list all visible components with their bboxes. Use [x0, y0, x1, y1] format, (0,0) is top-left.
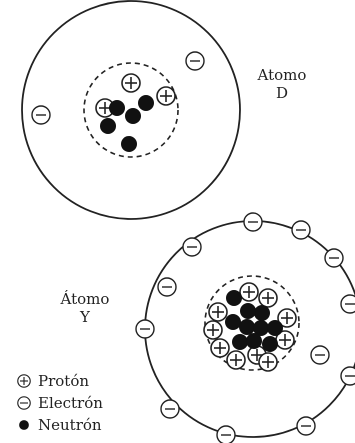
legend-label-neutron: Neutrón	[38, 416, 102, 434]
atom-y-neutron	[262, 336, 278, 352]
atom-y-proton	[240, 283, 258, 301]
atom-y-electron	[341, 295, 355, 313]
atom-d-electron	[186, 52, 204, 70]
atom-d-label: Atomo D	[252, 66, 312, 102]
atom-y-neutron	[246, 333, 262, 349]
atom-d-neutron	[138, 95, 154, 111]
atom-y-proton	[209, 303, 227, 321]
legend-label-proton: Protón	[38, 372, 89, 390]
legend-row-neutron: Neutrón	[16, 414, 103, 436]
atom-d-neutron	[121, 136, 137, 152]
atom-d-neutron	[100, 118, 116, 134]
atom-d	[22, 1, 240, 219]
atom-y-electron	[311, 346, 329, 364]
atom-d-label-line1: Atomo	[252, 66, 312, 84]
legend-row-electron: Electrón	[16, 392, 103, 414]
atom-y-proton	[227, 351, 245, 369]
atom-y-proton	[259, 289, 277, 307]
atom-y-electron	[292, 221, 310, 239]
atom-y-electron	[183, 238, 201, 256]
atom-y-neutron	[226, 290, 242, 306]
atom-d-neutron	[109, 100, 125, 116]
atom-y-proton	[259, 353, 277, 371]
atom-y-neutron	[240, 303, 256, 319]
legend-label-electron: Electrón	[38, 394, 103, 412]
atom-y-label: Átomo Y	[50, 290, 120, 326]
atom-y-proton	[211, 339, 229, 357]
neutron-icon	[16, 417, 32, 433]
atom-y-electron	[325, 249, 343, 267]
atom-d-electron	[32, 106, 50, 124]
atom-y-label-line1: Átomo	[50, 290, 120, 308]
atom-y-neutron	[232, 334, 248, 350]
atom-y-electron	[217, 426, 235, 443]
atom-d-proton	[122, 74, 140, 92]
proton-icon	[16, 373, 32, 389]
atom-y-neutron	[239, 319, 255, 335]
atom-y-neutron	[225, 314, 241, 330]
atom-y-electron	[158, 278, 176, 296]
atom-d-label-line2: D	[252, 84, 312, 102]
atom-y	[136, 213, 355, 443]
atom-y-electron	[297, 417, 315, 435]
legend-row-proton: Protón	[16, 370, 103, 392]
atom-y-electron	[341, 367, 355, 385]
atom-d-proton	[157, 87, 175, 105]
atom-y-electron	[244, 213, 262, 231]
legend: Protón Electrón Neutrón	[16, 370, 103, 436]
atom-y-neutron	[254, 305, 270, 321]
atom-y-label-line2: Y	[50, 308, 120, 326]
atom-y-proton	[204, 321, 222, 339]
atom-y-electron	[136, 320, 154, 338]
atom-d-neutron	[125, 108, 141, 124]
electron-icon	[16, 395, 32, 411]
atom-y-neutron	[267, 320, 283, 336]
atom-y-electron	[161, 400, 179, 418]
